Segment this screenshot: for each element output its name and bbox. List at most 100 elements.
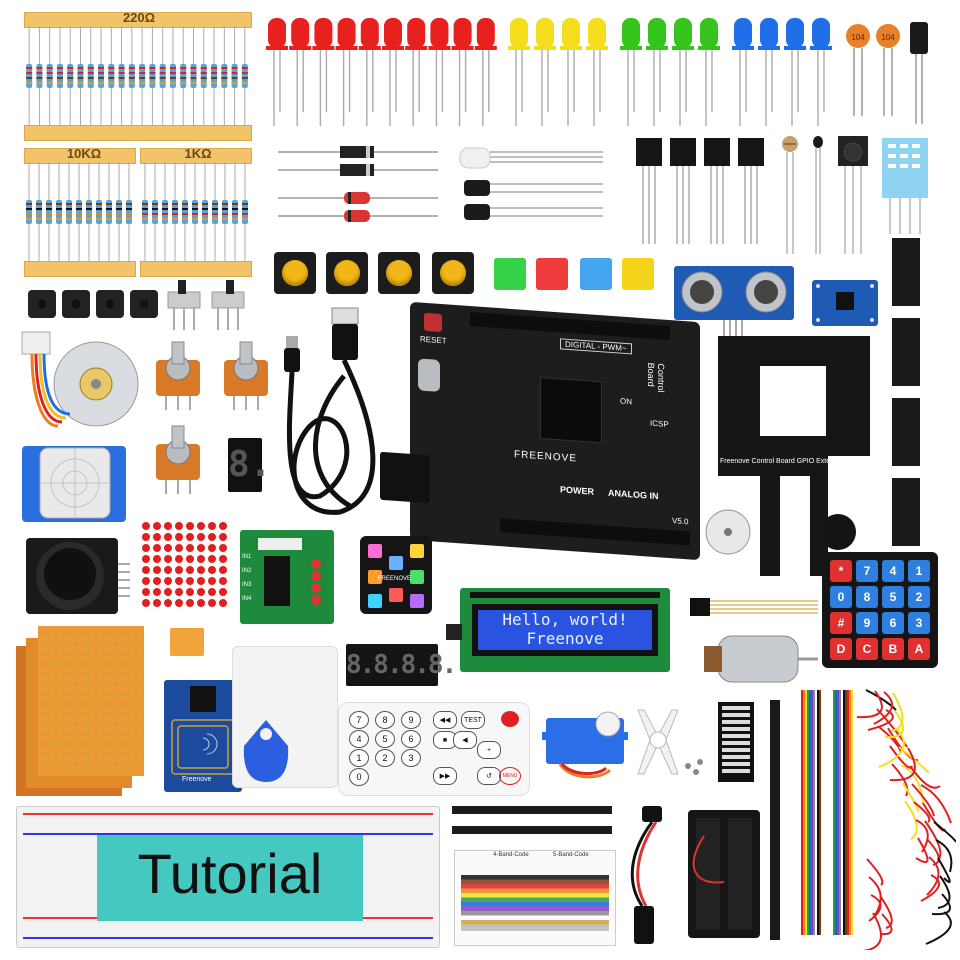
remote-key: 3: [401, 749, 421, 767]
keypad-key: 1: [908, 560, 930, 582]
resistor-tape-1k: 1KΩ: [140, 146, 252, 277]
keypad-key: C: [856, 638, 878, 660]
ic-chip-icon: [892, 318, 920, 386]
keypad-key: B: [882, 638, 904, 660]
svg-text:IN4: IN4: [242, 596, 252, 602]
usb-cable-icon: [284, 307, 376, 515]
board-side-label: Control Board: [646, 362, 666, 393]
remote-key: 7: [349, 711, 369, 729]
capacitor-group-icon: 104 104: [846, 22, 928, 124]
digital-label: DIGITAL - PWM~: [560, 338, 632, 355]
seven-segment-quad: 8.8.8.8.: [346, 644, 457, 686]
tutorial-label: Tutorial: [137, 842, 323, 905]
tactile-button-icon: [274, 252, 316, 294]
button-cap-red-icon: [536, 258, 568, 290]
reset-button: [424, 312, 442, 333]
ic-chip-icon: [892, 478, 920, 546]
pin-header-strip: [452, 826, 612, 834]
resistor-value-label: 220Ω: [122, 10, 156, 25]
joystick-icon: [26, 538, 130, 614]
prototype-board-icon: [16, 626, 144, 796]
pin-header-strip: [452, 806, 612, 814]
buzzer-group-icon: [705, 509, 856, 555]
small-component-icon: [170, 628, 204, 656]
ic-chip-icon: [892, 238, 920, 306]
button-cap-blue-icon: [580, 258, 612, 290]
power-label: POWER: [560, 484, 595, 497]
remote-key: 9: [401, 711, 421, 729]
keypad-key: 2: [908, 586, 930, 608]
rgb-led-icon: [459, 147, 603, 220]
svg-text:104: 104: [881, 33, 895, 42]
pir-sensor-icon: [22, 446, 126, 522]
ultrasonic-sensor-icon: [674, 266, 794, 336]
lcd-line-1: Hello, world!: [502, 610, 628, 629]
remote-key: 4: [349, 730, 369, 748]
seven-segment-digit: 8.: [228, 444, 272, 485]
jumper-wire-icon: [801, 689, 956, 950]
push-button-icon: [28, 290, 56, 318]
keypad-key: 5: [882, 586, 904, 608]
breadboard: Tutorial: [16, 806, 440, 948]
keypad-key: 3: [908, 612, 930, 634]
keypad-key: 4: [882, 560, 904, 582]
remote-function-key: TEST: [461, 711, 485, 729]
rgb-led-module: FREENOVE: [354, 530, 438, 620]
keypad-key: 8: [856, 586, 878, 608]
push-button-icon: [130, 290, 158, 318]
resistor-tape-220: 220Ω: [24, 10, 252, 141]
tactile-button-icon: [378, 252, 420, 294]
ribbon-cable-icon: [690, 598, 818, 616]
remote-key: 6: [401, 730, 421, 748]
servo-horn-icon: [637, 709, 703, 775]
resistor-code-card: 4-Band-Code 5-Band-Code: [454, 850, 616, 946]
diode-group-icon: [278, 146, 438, 222]
svg-text:IN1: IN1: [242, 554, 252, 560]
servo-motor-icon: [542, 711, 628, 779]
card-title: 4-Band-Code: [493, 852, 529, 858]
remote-power-key: [501, 711, 519, 727]
led-row-icon: [266, 18, 832, 126]
pin-header-icon: [770, 700, 780, 940]
lcd-module: Hello, world! Freenove: [460, 588, 670, 672]
motor-driver-icon: IN1 IN2 IN3 IN4: [240, 530, 334, 624]
resistor-strip-icon: [142, 162, 248, 261]
control-board: RESET DIGITAL - PWM~ ON ICSP FREENOVE Co…: [380, 301, 700, 561]
svg-text:IN2: IN2: [242, 568, 252, 574]
resistor-strip-icon: [26, 162, 132, 261]
keypad-key: *: [830, 560, 852, 582]
svg-text:104: 104: [851, 33, 865, 42]
remote-key: 1: [349, 749, 369, 767]
slide-switch-icon: [167, 280, 245, 330]
ic-chip-icon: [892, 398, 920, 466]
remote-key: 8: [375, 711, 395, 729]
keypad-key: 0: [830, 586, 852, 608]
i2c-header-icon: [446, 624, 462, 640]
gpio-url: www.freenove.com: [779, 366, 786, 426]
push-button-icon: [96, 290, 124, 318]
keypad-key: D: [830, 638, 852, 660]
tactile-button-icon: [326, 252, 368, 294]
keypad-key: #: [830, 612, 852, 634]
header-power: [500, 518, 690, 546]
header-digital: [470, 312, 670, 341]
remote-key: 2: [375, 749, 395, 767]
card-subtitle: 5-Band-Code: [553, 852, 589, 858]
rgb-module-brand: FREENOVE: [378, 576, 412, 582]
tutorial-banner: [97, 835, 363, 921]
gpio-extension-board: Freenove Control Board GPIO Extension ww…: [716, 336, 872, 576]
remote-menu-key: MENU: [499, 767, 521, 785]
reset-label: RESET: [420, 334, 447, 346]
push-button-icon: [62, 290, 90, 318]
seven-segment-digits: 8.8.8.8.: [346, 650, 457, 680]
remote-function-key: ▶▶: [433, 767, 457, 785]
icsp-label: ICSP: [650, 418, 669, 429]
potentiometer-group-icon: [155, 341, 269, 495]
resistor-tape-10k: 10KΩ: [24, 146, 136, 277]
remote-function-key: +: [477, 741, 501, 759]
mcu-chip: [540, 376, 602, 444]
keypad-key: 9: [856, 612, 878, 634]
resistor-value-label: 10KΩ: [66, 146, 102, 161]
sensor-group-icon: [782, 136, 928, 254]
